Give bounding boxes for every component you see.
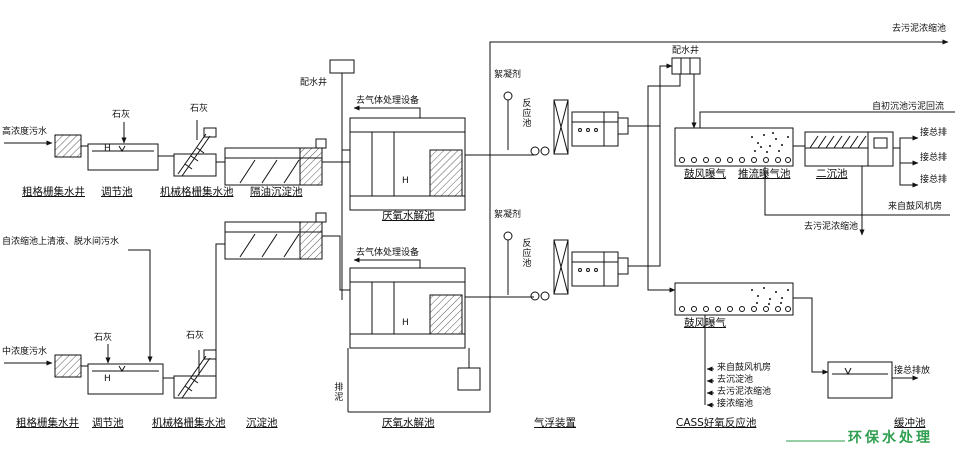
label-level-h-4: H (104, 374, 111, 384)
caption-plug-flow-aeration: 推流曝气池 (738, 168, 791, 180)
caption-air-flotation: 气浮装置 (534, 417, 576, 429)
label-to-gas-treatment-top: 去气体处理设备 (356, 96, 420, 106)
caption-blast-aeration-top: 鼓风曝气 (684, 168, 726, 180)
label-lime-4: 石灰 (186, 331, 205, 341)
caption-anaerobic-tank-bottom: 厌氧水解池 (382, 417, 435, 429)
label-outfall-3: 接总排 (920, 175, 948, 185)
label-reaction-tank-top: 反应池 (520, 98, 531, 128)
caption-cass-tank: CASS好氧反应池 (676, 417, 757, 429)
label-to-gas-treatment-bottom: 去气体处理设备 (356, 248, 420, 258)
label-reaction-tank-bottom: 反应池 (520, 238, 531, 268)
label-flocculant-top: 絮凝剂 (494, 70, 522, 80)
caption-oil-sep-tank: 隔油沉淀池 (250, 186, 303, 198)
label-lime-2: 石灰 (190, 104, 209, 114)
caption-coarse-screen-well-top: 粗格栅集水井 (22, 186, 85, 198)
label-sludge-drain: 排泥 (332, 382, 343, 402)
label-mid-conc-inflow: 中浓度污水 (2, 347, 48, 357)
label-distribution-well-mid: 配水井 (300, 78, 328, 88)
label-supernatant-inflow: 自浓缩池上清液、脱水间污水 (2, 237, 120, 247)
label-lime-3: 石灰 (94, 333, 113, 343)
label-from-blower-bottom: 来自鼓风机房 (717, 363, 772, 373)
aeration-bubbles (751, 132, 789, 305)
label-outfall-1: 接总排 (920, 128, 948, 138)
label-outfall-2: 接总排 (920, 153, 948, 163)
caption-anaerobic-tank-top: 厌氧水解池 (382, 210, 435, 222)
caption-mech-screen-tank-bottom: 机械格栅集水池 (152, 417, 226, 429)
label-from-blower-right: 来自鼓风机房 (888, 202, 943, 212)
caption-blast-aeration-bottom: 鼓风曝气 (684, 317, 726, 329)
label-to-thickener-connect: 接浓缩池 (717, 399, 754, 409)
label-distribution-well-top: 配水井 (672, 46, 700, 56)
label-to-sludge-thickener-top: 去污泥浓缩池 (892, 24, 947, 34)
pipes-and-tanks (4, 39, 955, 413)
label-flocculant-bottom: 絮凝剂 (494, 210, 522, 220)
label-level-h-2: H (402, 318, 409, 328)
caption-buffer-tank: 缓冲池 (894, 417, 926, 429)
caption-regulating-tank-bottom: 调节池 (92, 417, 124, 429)
caption-mech-screen-tank-top: 机械格栅集水池 (160, 186, 234, 198)
label-outfall-discharge: 接总排放 (894, 366, 931, 376)
label-level-h-3: H (104, 144, 111, 154)
label-to-sed-tank-bottom: 去沉淀池 (717, 375, 754, 385)
label-to-sludge-thickener-bottom: 去污泥浓缩池 (717, 387, 772, 397)
caption-sed-tank-bottom: 沉淀池 (246, 417, 278, 429)
caption-coarse-screen-well-bottom: 粗格栅集水井 (16, 417, 79, 429)
label-high-conc-inflow: 高浓度污水 (2, 127, 48, 137)
label-level-h-1: H (402, 176, 409, 186)
watermark: 环保水处理 (848, 430, 933, 446)
caption-regulating-tank-top: 调节池 (101, 186, 133, 198)
caption-secondary-clarifier: 二沉池 (816, 168, 848, 180)
label-to-sludge-thickener-mid: 去污泥浓缩池 (804, 222, 859, 232)
label-lime-1: 石灰 (112, 110, 131, 120)
label-sludge-return: 自初沉池污泥回流 (872, 102, 945, 112)
